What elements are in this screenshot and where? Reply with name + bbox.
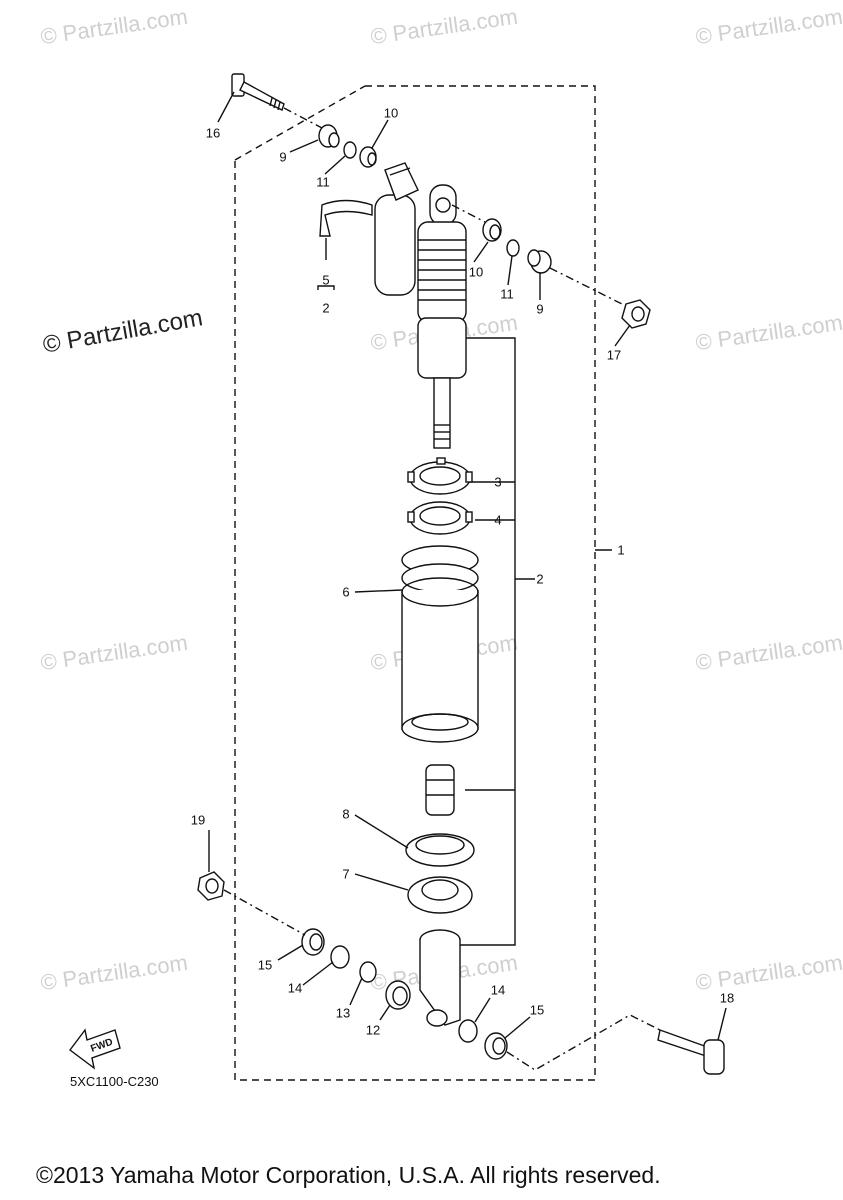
callout-18: 18 bbox=[719, 990, 735, 1006]
bolt-18 bbox=[657, 1029, 725, 1075]
callout-5: 5 bbox=[322, 272, 330, 288]
collar-15-right bbox=[484, 1032, 508, 1060]
seal-14-right bbox=[458, 1019, 478, 1043]
lower-clevis bbox=[419, 929, 461, 1027]
callout-10: 10 bbox=[383, 105, 399, 121]
spring-guide-7 bbox=[407, 876, 473, 914]
oring-11-right bbox=[506, 239, 520, 257]
spring-seat-8 bbox=[405, 833, 475, 867]
nut-17 bbox=[621, 299, 651, 329]
callout-3: 3 bbox=[494, 474, 502, 490]
callout-7: 7 bbox=[342, 866, 350, 882]
callout-4: 4 bbox=[494, 512, 502, 528]
copyright-notice: ©2013 Yamaha Motor Corporation, U.S.A. A… bbox=[36, 1162, 661, 1188]
callout-6: 6 bbox=[342, 584, 350, 600]
band-5 bbox=[319, 199, 373, 237]
callout-8: 8 bbox=[342, 806, 350, 822]
callout-15: 15 bbox=[529, 1002, 545, 1018]
fwd-arrow-icon bbox=[69, 1028, 121, 1070]
reservoir bbox=[374, 162, 419, 296]
callout-11: 11 bbox=[316, 174, 330, 190]
collar-15-left bbox=[301, 928, 325, 956]
spring-6 bbox=[401, 545, 479, 743]
seal-14-left bbox=[330, 945, 350, 969]
bump-stopper bbox=[425, 764, 455, 816]
callout-19: 19 bbox=[190, 812, 206, 828]
callout-14: 14 bbox=[490, 982, 506, 998]
spacer-13 bbox=[359, 961, 377, 983]
callout-2: 2 bbox=[536, 571, 544, 587]
callout-10: 10 bbox=[468, 264, 484, 280]
oring-11-left bbox=[343, 141, 357, 159]
callout-15: 15 bbox=[257, 957, 273, 973]
callout-9: 9 bbox=[279, 149, 287, 165]
bracket-2 bbox=[460, 337, 516, 946]
callout-11: 11 bbox=[500, 286, 514, 302]
callout-9: 9 bbox=[536, 301, 544, 317]
ring-nut-4 bbox=[407, 501, 473, 535]
diagram-code: 5XC1100-C230 bbox=[70, 1074, 159, 1089]
callout-13: 13 bbox=[335, 1005, 351, 1021]
callout-1: 1 bbox=[617, 542, 625, 558]
callout-14: 14 bbox=[287, 980, 303, 996]
nut-19 bbox=[197, 871, 225, 901]
bolt-16 bbox=[231, 73, 285, 111]
shock-body bbox=[417, 184, 467, 449]
bushing-10-right bbox=[482, 218, 502, 242]
ring-nut-3 bbox=[407, 457, 473, 495]
callout-16: 16 bbox=[205, 125, 221, 141]
callout-17: 17 bbox=[606, 347, 622, 363]
bearing-12 bbox=[385, 980, 411, 1010]
callout-2: 2 bbox=[322, 300, 330, 316]
assembly-boundary bbox=[234, 85, 596, 1081]
callout-12: 12 bbox=[365, 1022, 381, 1038]
